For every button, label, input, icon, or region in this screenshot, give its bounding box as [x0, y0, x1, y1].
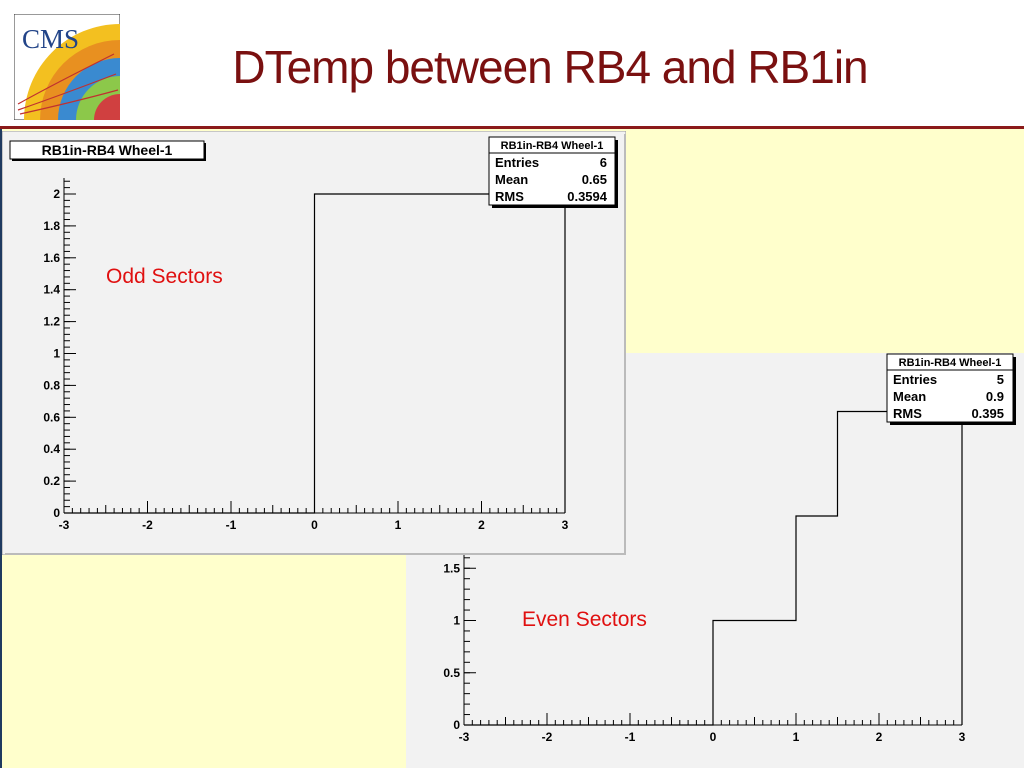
x-tick-label: -2	[542, 730, 553, 744]
y-tick-label: 1	[53, 347, 60, 361]
slide-title: DTemp between RB4 and RB1in	[232, 41, 868, 93]
y-tick-labels: 0 0.2 0.4 0.6 0.8 1 1.2 1.4 1.6 1.8 2	[43, 187, 60, 520]
stats-label: Mean	[893, 389, 926, 404]
stats-value: 5	[997, 372, 1004, 387]
x-tick-label: 2	[876, 730, 883, 744]
x-tick-label: 2	[478, 518, 485, 532]
x-tick-label: 1	[395, 518, 402, 532]
x-tick-label: 3	[562, 518, 569, 532]
x-tick-label: 1	[793, 730, 800, 744]
title-rule	[0, 126, 1024, 129]
y-tick-label: 0.8	[43, 378, 60, 392]
stats-title: RB1in-RB4 Wheel-1	[501, 140, 604, 152]
stats-value: 6	[600, 155, 607, 170]
stats-label: RMS	[893, 406, 922, 421]
stats-label: Entries	[893, 372, 937, 387]
y-tick-label: 2	[53, 187, 60, 201]
y-tick-label: 1.2	[43, 315, 60, 329]
y-tick-label: 0.2	[43, 474, 60, 488]
x-tick-label: -3	[59, 518, 70, 532]
histogram-title-box: RB1in-RB4 Wheel-1	[9, 140, 206, 161]
stats-title: RB1in-RB4 Wheel-1	[899, 357, 1002, 369]
annotation-even-sectors: Even Sectors	[522, 608, 647, 631]
stats-value: 0.65	[582, 172, 607, 187]
stats-box: RB1in-RB4 Wheel-1 Entries 5 Mean 0.9 RMS…	[886, 353, 1016, 425]
annotation-odd-sectors: Odd Sectors	[106, 265, 223, 288]
y-tick-label: 0	[53, 506, 60, 520]
cms-logo: CMS	[13, 13, 216, 216]
y-tick-label: 1.5	[443, 561, 460, 575]
y-tick-label: 0	[453, 718, 460, 732]
cms-logo-text: CMS	[22, 24, 79, 54]
y-tick-label: 1.4	[43, 283, 60, 297]
y-tick-label: 1.6	[43, 251, 60, 265]
stats-label: Entries	[495, 155, 539, 170]
y-tick-label: 1	[453, 614, 460, 628]
y-tick-label: 0.6	[43, 410, 60, 424]
stats-value: 0.9	[986, 389, 1004, 404]
x-tick-label: 0	[311, 518, 318, 532]
stats-value: 0.395	[971, 406, 1004, 421]
x-tick-label: -2	[142, 518, 153, 532]
x-tick-label: 0	[710, 730, 717, 744]
stats-box: RB1in-RB4 Wheel-1 Entries 6 Mean 0.65 RM…	[488, 136, 618, 208]
stats-label: Mean	[495, 172, 528, 187]
x-tick-labels: -3 -2 -1 0 1 2 3	[59, 518, 569, 532]
x-tick-label: 3	[959, 730, 966, 744]
y-tick-label: 0.4	[43, 442, 60, 456]
y-tick-label: 0.5	[443, 666, 460, 680]
stats-value: 0.3594	[567, 189, 608, 204]
y-tick-labels: 0 0.5 1 1.5	[443, 561, 460, 732]
y-tick-label: 1.8	[43, 219, 60, 233]
histogram-title: RB1in-RB4 Wheel-1	[42, 142, 173, 158]
x-tick-label: -1	[226, 518, 237, 532]
x-tick-labels: -3 -2 -1 0 1 2 3	[459, 730, 966, 744]
x-tick-label: -3	[459, 730, 470, 744]
x-tick-label: -1	[625, 730, 636, 744]
stats-label: RMS	[495, 189, 524, 204]
